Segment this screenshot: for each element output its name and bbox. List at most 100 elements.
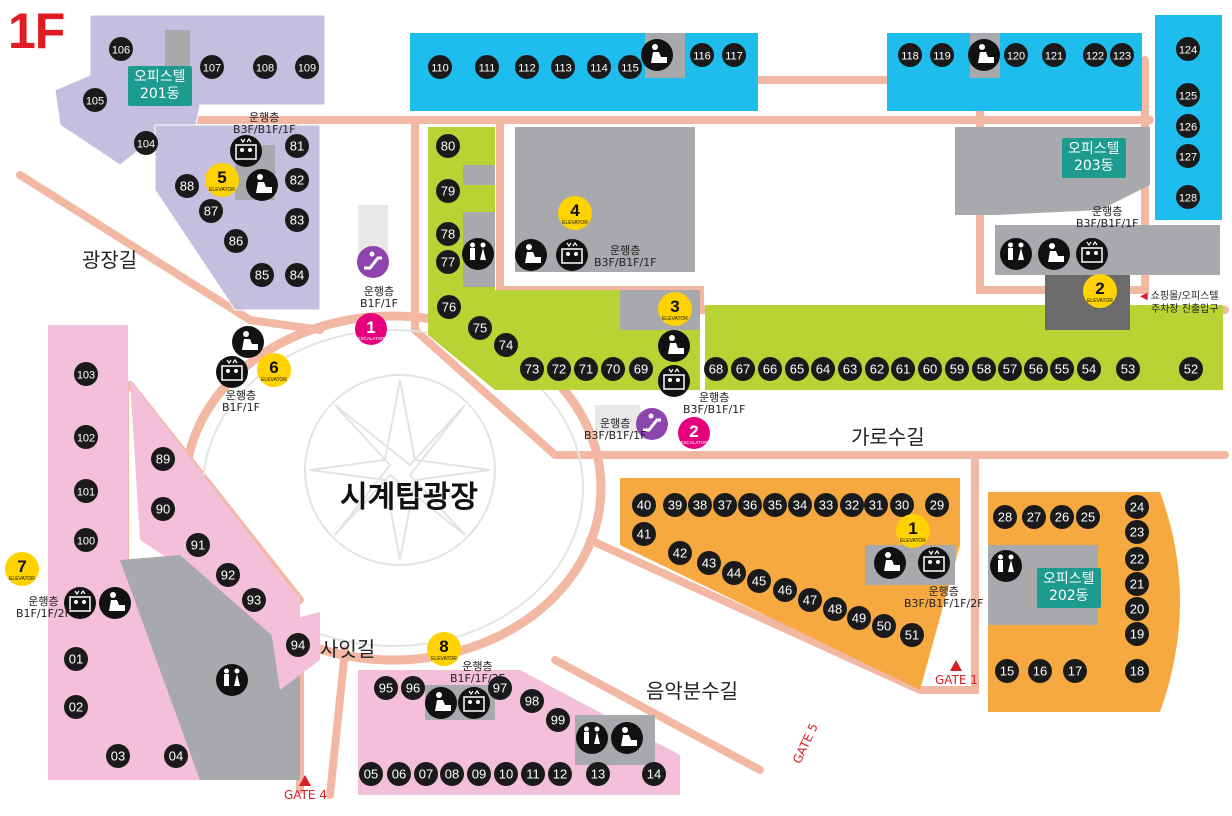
store-115[interactable]: 115 [618, 55, 642, 79]
store-26[interactable]: 26 [1050, 505, 1074, 529]
store-123[interactable]: 123 [1110, 43, 1134, 67]
store-71[interactable]: 71 [574, 357, 598, 381]
store-96[interactable]: 96 [401, 676, 425, 700]
store-74[interactable]: 74 [494, 333, 518, 357]
store-128[interactable]: 128 [1176, 185, 1200, 209]
store-48[interactable]: 48 [823, 597, 847, 621]
store-28[interactable]: 28 [993, 505, 1017, 529]
store-111[interactable]: 111 [475, 55, 499, 79]
store-10[interactable]: 10 [494, 762, 518, 786]
store-102[interactable]: 102 [74, 425, 98, 449]
store-84[interactable]: 84 [285, 263, 309, 287]
store-103[interactable]: 103 [74, 362, 98, 386]
store-80[interactable]: 80 [436, 134, 460, 158]
store-109[interactable]: 109 [295, 55, 319, 79]
store-31[interactable]: 31 [864, 493, 888, 517]
store-58[interactable]: 58 [972, 357, 996, 381]
store-53[interactable]: 53 [1116, 357, 1140, 381]
store-05[interactable]: 05 [359, 762, 383, 786]
store-20[interactable]: 20 [1125, 597, 1149, 621]
store-57[interactable]: 57 [998, 357, 1022, 381]
store-06[interactable]: 06 [387, 762, 411, 786]
store-01[interactable]: 01 [64, 647, 88, 671]
store-38[interactable]: 38 [688, 493, 712, 517]
store-62[interactable]: 62 [865, 357, 889, 381]
store-120[interactable]: 120 [1004, 43, 1028, 67]
store-08[interactable]: 08 [440, 762, 464, 786]
store-18[interactable]: 18 [1125, 659, 1149, 683]
store-78[interactable]: 78 [436, 222, 460, 246]
store-118[interactable]: 118 [898, 43, 922, 67]
store-101[interactable]: 101 [74, 479, 98, 503]
store-67[interactable]: 67 [731, 357, 755, 381]
store-81[interactable]: 81 [285, 134, 309, 158]
store-94[interactable]: 94 [286, 633, 310, 657]
store-124[interactable]: 124 [1176, 37, 1200, 61]
store-29[interactable]: 29 [925, 493, 949, 517]
store-98[interactable]: 98 [520, 689, 544, 713]
store-51[interactable]: 51 [900, 623, 924, 647]
store-107[interactable]: 107 [200, 55, 224, 79]
store-46[interactable]: 46 [773, 578, 797, 602]
store-104[interactable]: 104 [134, 131, 158, 155]
store-79[interactable]: 79 [436, 179, 460, 203]
store-23[interactable]: 23 [1125, 520, 1149, 544]
store-114[interactable]: 114 [587, 55, 611, 79]
store-105[interactable]: 105 [83, 88, 107, 112]
store-09[interactable]: 09 [467, 762, 491, 786]
store-11[interactable]: 11 [521, 762, 545, 786]
store-49[interactable]: 49 [847, 606, 871, 630]
store-60[interactable]: 60 [918, 357, 942, 381]
store-63[interactable]: 63 [838, 357, 862, 381]
store-82[interactable]: 82 [285, 168, 309, 192]
store-21[interactable]: 21 [1125, 572, 1149, 596]
store-68[interactable]: 68 [704, 357, 728, 381]
store-34[interactable]: 34 [788, 493, 812, 517]
store-93[interactable]: 93 [242, 588, 266, 612]
store-95[interactable]: 95 [374, 676, 398, 700]
store-40[interactable]: 40 [632, 493, 656, 517]
store-88[interactable]: 88 [175, 174, 199, 198]
store-37[interactable]: 37 [713, 493, 737, 517]
store-55[interactable]: 55 [1050, 357, 1074, 381]
store-39[interactable]: 39 [663, 493, 687, 517]
store-27[interactable]: 27 [1022, 505, 1046, 529]
store-126[interactable]: 126 [1176, 114, 1200, 138]
store-122[interactable]: 122 [1083, 43, 1107, 67]
store-15[interactable]: 15 [995, 659, 1019, 683]
store-113[interactable]: 113 [551, 55, 575, 79]
store-108[interactable]: 108 [253, 55, 277, 79]
store-112[interactable]: 112 [515, 55, 539, 79]
store-77[interactable]: 77 [436, 250, 460, 274]
store-83[interactable]: 83 [285, 208, 309, 232]
store-25[interactable]: 25 [1076, 505, 1100, 529]
store-12[interactable]: 12 [548, 762, 572, 786]
store-97[interactable]: 97 [488, 676, 512, 700]
store-59[interactable]: 59 [945, 357, 969, 381]
store-02[interactable]: 02 [64, 695, 88, 719]
store-69[interactable]: 69 [629, 357, 653, 381]
store-33[interactable]: 33 [814, 493, 838, 517]
store-106[interactable]: 106 [109, 37, 133, 61]
store-75[interactable]: 75 [468, 316, 492, 340]
store-90[interactable]: 90 [151, 497, 175, 521]
store-35[interactable]: 35 [763, 493, 787, 517]
store-24[interactable]: 24 [1125, 495, 1149, 519]
store-19[interactable]: 19 [1125, 622, 1149, 646]
store-87[interactable]: 87 [199, 199, 223, 223]
store-36[interactable]: 36 [738, 493, 762, 517]
store-85[interactable]: 85 [250, 263, 274, 287]
store-119[interactable]: 119 [930, 43, 954, 67]
store-70[interactable]: 70 [601, 357, 625, 381]
store-91[interactable]: 91 [186, 533, 210, 557]
store-64[interactable]: 64 [811, 357, 835, 381]
store-54[interactable]: 54 [1077, 357, 1101, 381]
store-32[interactable]: 32 [840, 493, 864, 517]
